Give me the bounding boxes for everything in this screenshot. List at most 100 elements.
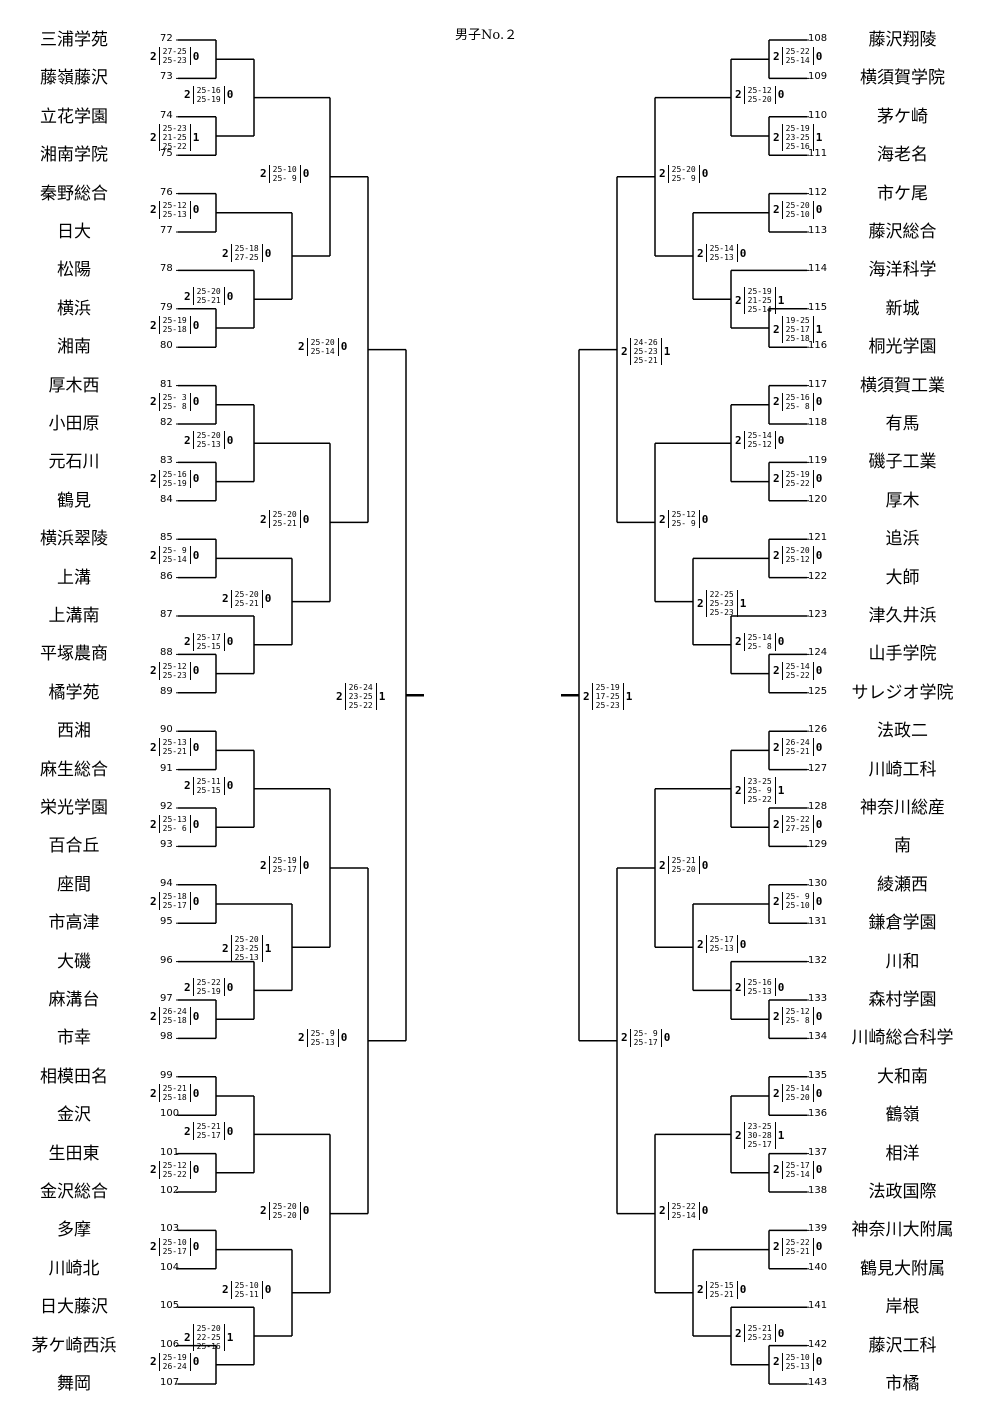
loser-sets: 0 (815, 203, 823, 217)
set-score: 25-22 (162, 142, 187, 151)
winner-sets: 2 (735, 1129, 742, 1143)
loser-sets: 1 (739, 596, 747, 610)
seed-number: 117 (808, 378, 828, 390)
set-score: 25-21 (196, 1122, 221, 1132)
loser-sets: 0 (815, 1086, 823, 1100)
set-score: 25-12 (785, 1007, 810, 1017)
loser-sets: 0 (264, 246, 272, 260)
set-score: 25-20 (234, 589, 259, 599)
seed-number: 130 (808, 877, 828, 889)
set-score: 25- 9 (633, 1028, 658, 1038)
set-score: 25-13 (709, 253, 734, 262)
set-score: 25-15 (196, 785, 221, 795)
winner-sets: 2 (336, 690, 343, 704)
set-score: 25-18 (162, 1016, 187, 1026)
seed-number: 78 (160, 263, 173, 275)
seed-number: 138 (808, 1185, 828, 1196)
set-score: 25-16 (747, 978, 772, 988)
team-name: 海洋科学 (868, 260, 937, 281)
team-name: 神奈川総産 (860, 798, 945, 818)
seed-number: 91 (160, 762, 173, 774)
set-score: 25-10 (162, 1237, 187, 1247)
set-score: 25-22 (785, 1237, 810, 1247)
set-score: 25-12 (785, 555, 810, 565)
winner-sets: 2 (697, 596, 704, 610)
set-score: 25-19 (196, 94, 221, 104)
winner-sets: 2 (222, 246, 229, 260)
set-score: 25-14 (785, 1084, 810, 1093)
seed-number: 73 (160, 71, 173, 83)
winner-sets: 2 (773, 472, 780, 486)
team-name: 市幸 (57, 1028, 91, 1049)
seed-number: 123 (808, 609, 828, 620)
seed-number: 106 (160, 1338, 180, 1350)
team-name: 綾瀬西 (877, 874, 928, 895)
set-score: 21-25 (747, 296, 772, 306)
team-name: 市橘 (885, 1374, 920, 1394)
set-score: 19-25 (785, 316, 810, 325)
set-score: 25-20 (234, 935, 259, 945)
set-score: 24-26 (633, 337, 658, 347)
set-score: 25- 8 (785, 1016, 810, 1026)
winner-sets: 2 (260, 167, 267, 181)
team-name: 有馬 (885, 414, 920, 434)
seed-number: 84 (160, 493, 173, 505)
seed-number: 125 (808, 685, 828, 697)
winner-sets: 2 (735, 88, 742, 102)
loser-sets: 0 (777, 980, 785, 994)
winner-sets: 2 (773, 1086, 780, 1100)
loser-sets: 0 (192, 203, 200, 217)
seed-number: 104 (160, 1261, 180, 1273)
set-score: 25-10 (234, 1280, 259, 1290)
set-score: 25-14 (310, 346, 335, 356)
winner-sets: 2 (773, 1240, 780, 1254)
set-score: 25-23 (709, 607, 734, 617)
team-name: 多摩 (57, 1220, 91, 1241)
set-score: 26-24 (162, 1361, 187, 1371)
seed-number: 114 (808, 263, 828, 275)
set-score: 25-23 (162, 670, 187, 680)
loser-sets: 0 (302, 1204, 310, 1218)
seed-number: 92 (160, 801, 173, 812)
seed-number: 137 (808, 1146, 828, 1158)
loser-sets: 0 (192, 1240, 200, 1254)
loser-sets: 0 (777, 88, 785, 102)
seed-number: 110 (808, 109, 828, 121)
team-name: 日大藤沢 (40, 1297, 108, 1318)
team-name: 金沢 (57, 1105, 91, 1126)
loser-sets: 1 (815, 323, 823, 336)
set-score: 25-13 (785, 1361, 810, 1371)
seed-number: 83 (160, 455, 173, 467)
team-name: 法政国際 (868, 1182, 937, 1202)
winner-sets: 2 (150, 817, 157, 831)
set-score: 25-21 (785, 1246, 810, 1256)
set-score: 25-21 (196, 296, 221, 306)
winner-sets: 2 (184, 980, 191, 994)
set-score: 25- 8 (747, 641, 772, 651)
seed-number: 93 (160, 839, 173, 851)
winner-sets: 2 (222, 942, 229, 956)
winner-sets: 2 (298, 340, 305, 354)
loser-sets: 0 (739, 1283, 747, 1297)
winner-sets: 2 (621, 1031, 628, 1045)
